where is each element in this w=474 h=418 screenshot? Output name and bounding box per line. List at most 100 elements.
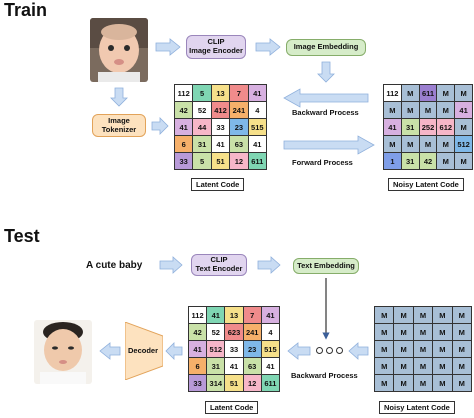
train-latent-cell: 241 <box>230 102 248 118</box>
test-latent-cell: 23 <box>243 341 261 357</box>
test-latent-caption: Latent Code <box>205 401 259 414</box>
ellipsis-dot <box>316 347 323 354</box>
train-latent-cell: 33 <box>211 119 230 135</box>
test-latent-cell: 12 <box>243 375 261 391</box>
test-noisy-cell: M <box>394 324 413 340</box>
train-latent-cell: 6 <box>175 136 193 152</box>
train-noisy-cell: 41 <box>384 119 401 135</box>
arrow-clip-to-embedding <box>255 38 281 56</box>
train-latent-cell: 112 <box>175 85 193 101</box>
text-embedding-box: Text Embedding <box>293 258 359 274</box>
arrow-dots-to-latent <box>287 342 311 360</box>
test-noisy-cell: M <box>394 307 413 323</box>
train-noisy-cell: M <box>401 102 419 118</box>
test-latent-cell: 6 <box>189 358 207 374</box>
test-noisy-cell: M <box>375 324 394 340</box>
train-noisy-cell: 42 <box>419 153 437 169</box>
train-noisy-cell: 512 <box>455 136 472 152</box>
test-noisy-cell: M <box>375 375 394 391</box>
train-noisy-cell: M <box>455 153 472 169</box>
test-noisy-cell: M <box>413 324 433 340</box>
test-latent-cell: 512 <box>207 341 225 357</box>
test-latent-cell: 33 <box>225 341 243 357</box>
test-latent-cell: 41 <box>225 358 243 374</box>
decoder-label: Decoder <box>128 346 159 355</box>
train-latent-cell: 4 <box>248 102 266 118</box>
train-noisy-cell: M <box>401 85 419 101</box>
arrow-train-forward <box>283 135 375 155</box>
test-noisy-cell: M <box>452 358 471 374</box>
train-latent-cell: 51 <box>211 153 230 169</box>
test-latent-cell: 33 <box>189 375 207 391</box>
ellipsis-dot <box>326 347 333 354</box>
ellipsis-dot <box>336 347 343 354</box>
test-noisy-cell: M <box>452 307 471 323</box>
test-noisy-cell: M <box>452 324 471 340</box>
test-title: Test <box>4 226 40 246</box>
test-noisy-cell: M <box>394 341 413 357</box>
test-latent-cell: 4 <box>261 324 279 340</box>
train-noisy-cell: M <box>419 102 437 118</box>
test-backward-label: Backward Process <box>291 371 358 380</box>
train-noisy-cell: 1 <box>384 153 401 169</box>
train-title: Train <box>4 0 48 20</box>
clip-text-encoder-box: CLIP Text Encoder <box>191 254 247 276</box>
train-forward-label: Forward Process <box>292 158 353 167</box>
arrow-clip-to-text-embedding <box>257 256 281 274</box>
test-noisy-cell: M <box>394 375 413 391</box>
train-noisy-cell: M <box>437 136 455 152</box>
arrow-noisy-to-dots <box>348 342 369 360</box>
baby-photo-train <box>90 18 148 82</box>
train-noisy-cell: M <box>401 136 419 152</box>
arrow-latent-to-decoder <box>165 342 183 360</box>
test-noisy-caption: Noisy Latent Code <box>379 401 455 414</box>
clip-image-encoder-box: CLIP Image Encoder <box>186 35 246 59</box>
test-latent-cell: 623 <box>225 324 243 340</box>
train-latent-cell: 41 <box>211 136 230 152</box>
train-latent-cell: 63 <box>230 136 248 152</box>
train-latent-cell: 23 <box>230 119 248 135</box>
train-noisy-cell: M <box>437 153 455 169</box>
test-noisy-cell: M <box>433 324 452 340</box>
test-latent-cell: 52 <box>207 324 225 340</box>
image-tokenizer-box: Image Tokenizer <box>92 114 146 137</box>
test-latent-cell: 515 <box>261 341 279 357</box>
test-latent-cell: 51 <box>225 375 243 391</box>
train-latent-cell: 33 <box>175 153 193 169</box>
train-noisy-cell: 252 <box>419 119 437 135</box>
arrow-train-backward <box>283 88 369 108</box>
arrow-embedding-down <box>317 61 335 83</box>
test-latent-cell: 42 <box>189 324 207 340</box>
test-latent-cell: 31 <box>207 358 225 374</box>
test-noisy-cell: M <box>433 307 452 323</box>
train-noisy-cell: M <box>384 102 401 118</box>
test-noisy-cell: M <box>452 341 471 357</box>
arrow-decoder-to-photo <box>99 342 121 360</box>
test-noisy-cell: M <box>413 307 433 323</box>
image-embedding-box: Image Embedding <box>286 39 366 56</box>
train-latent-cell: 42 <box>175 102 193 118</box>
arrow-photo-to-clip <box>155 38 181 56</box>
train-latent-cell: 31 <box>193 136 211 152</box>
test-noisy-cell: M <box>433 341 452 357</box>
train-latent-cell: 5 <box>193 85 211 101</box>
train-latent-cell: 611 <box>248 153 266 169</box>
train-noisy-caption: Noisy Latent Code <box>388 178 464 191</box>
test-latent-cell: 611 <box>261 375 279 391</box>
test-latent-cell: 112 <box>189 307 207 323</box>
decoder-shape <box>125 322 163 380</box>
train-noisy-cell: 41 <box>455 102 472 118</box>
test-noisy-cell: M <box>433 375 452 391</box>
train-noisy-cell: 31 <box>401 119 419 135</box>
test-noisy-cell: M <box>413 341 433 357</box>
baby-photo-generated <box>34 320 92 384</box>
train-latent-cell: 44 <box>193 119 211 135</box>
test-noisy-cell: M <box>413 358 433 374</box>
train-latent-cell: 412 <box>211 102 230 118</box>
arrow-prompt-to-clip <box>159 256 183 274</box>
arrow-tokenizer-to-latent <box>151 117 169 135</box>
